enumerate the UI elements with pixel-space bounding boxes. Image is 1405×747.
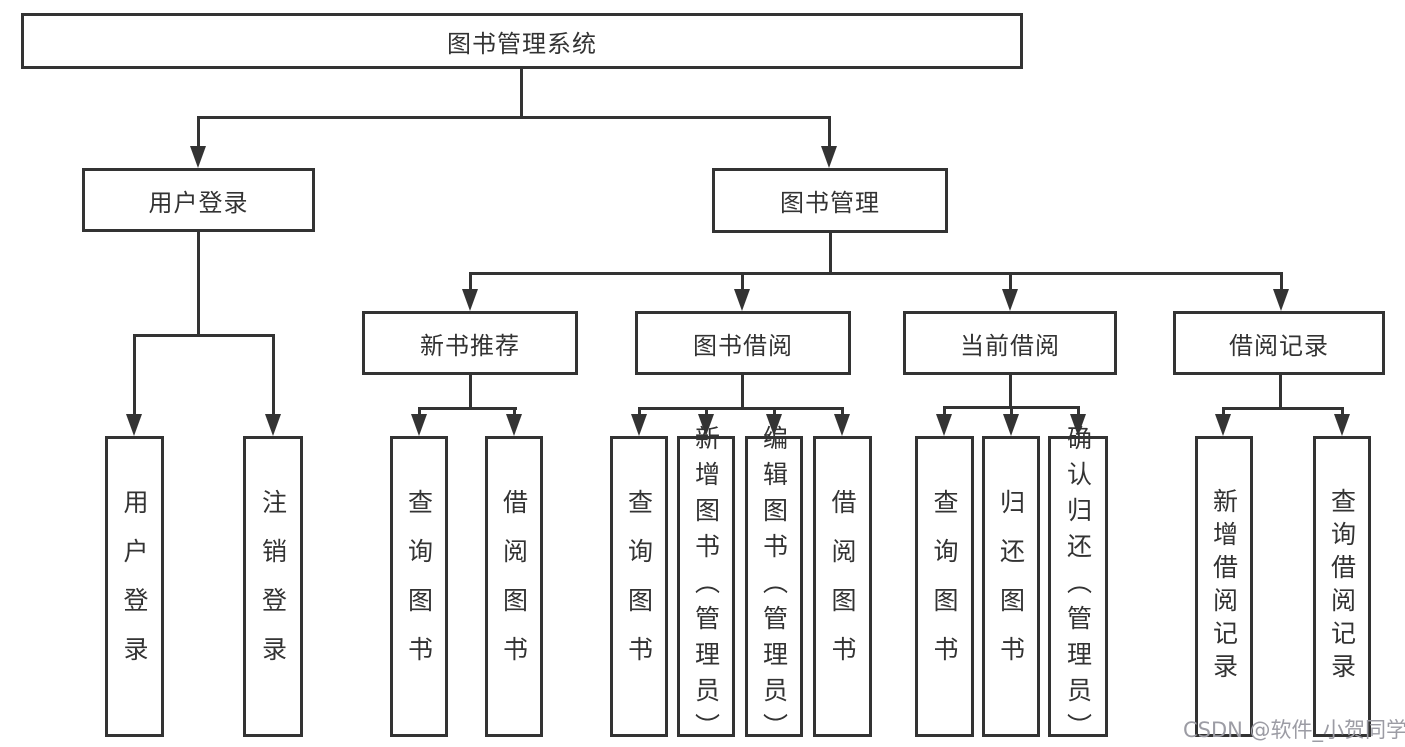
connector-current-borrow-drop-3 xyxy=(1077,406,1080,419)
arrow-down-icon xyxy=(821,146,837,168)
leaf-nbr-borrow-books: 借阅图书 xyxy=(485,436,543,737)
connector-user-login-drop-2 xyxy=(272,334,275,416)
arrow-down-icon xyxy=(1273,289,1289,311)
arrow-down-icon xyxy=(766,414,782,436)
arrow-down-icon xyxy=(411,414,427,436)
leaf-nbr-query-books: 查询图书 xyxy=(390,436,448,737)
node-new-book-rec: 新书推荐 xyxy=(362,311,578,375)
arrow-down-icon xyxy=(190,146,206,168)
node-book-mgmt: 图书管理 xyxy=(712,168,948,233)
arrow-down-icon xyxy=(1070,414,1086,436)
arrow-down-icon xyxy=(506,414,522,436)
node-user-login-label: 用户登录 xyxy=(148,188,249,217)
arrow-down-icon xyxy=(126,414,142,436)
connector-root-drop-left xyxy=(197,116,200,150)
connector-new-book-rec-stem xyxy=(469,375,472,410)
leaf-bb-add-books-admin-label: 新增图书（管理员） xyxy=(691,424,721,747)
connector-book-borrow-drop-2 xyxy=(705,407,708,419)
leaf-nbr-query-books-label: 查询图书 xyxy=(404,488,434,685)
connector-user-login-bar xyxy=(133,334,275,337)
connector-root-stem xyxy=(520,69,523,117)
connector-borrow-records-stem xyxy=(1279,375,1282,410)
arrow-down-icon xyxy=(698,414,714,436)
connector-new-book-rec-bar xyxy=(418,407,517,410)
leaf-br-add-record-label: 新增借阅记录 xyxy=(1209,487,1239,686)
leaf-cb-confirm-return-admin: 确认归还（管理员） xyxy=(1048,425,1108,747)
connector-root-drop-right xyxy=(828,116,831,150)
leaf-br-add-record: 新增借阅记录 xyxy=(1195,436,1253,737)
leaf-bb-query-books-label: 查询图书 xyxy=(624,488,654,685)
arrow-down-icon xyxy=(834,414,850,436)
connector-book-mgmt-drop-3 xyxy=(1009,272,1012,292)
watermark: CSDN @软件_小贺同学 xyxy=(1183,718,1405,742)
arrow-down-icon xyxy=(1002,289,1018,311)
connector-book-mgmt-drop-1 xyxy=(469,272,472,292)
leaf-cb-return-books: 归还图书 xyxy=(982,436,1040,737)
connector-book-borrow-bar xyxy=(638,407,844,410)
connector-borrow-records-drop-2 xyxy=(1341,407,1344,419)
leaf-bb-query-books: 查询图书 xyxy=(610,436,668,737)
arrow-down-icon xyxy=(1215,414,1231,436)
node-borrow-records-label: 借阅记录 xyxy=(1229,331,1329,360)
connector-user-login-stem xyxy=(197,232,200,337)
connector-book-mgmt-stem xyxy=(829,233,832,275)
node-book-borrow-label: 图书借阅 xyxy=(693,331,793,360)
connector-book-mgmt-drop-4 xyxy=(1280,272,1283,292)
connector-book-borrow-stem xyxy=(741,375,744,410)
leaf-bb-edit-books-admin-label: 编辑图书（管理员） xyxy=(759,424,789,747)
node-root: 图书管理系统 xyxy=(21,13,1023,69)
leaf-bb-borrow-books-label: 借阅图书 xyxy=(828,488,857,685)
node-book-borrow: 图书借阅 xyxy=(635,311,851,375)
leaf-user-login-label: 用户登录 xyxy=(120,488,149,685)
arrow-down-icon xyxy=(936,414,952,436)
connector-book-borrow-drop-3 xyxy=(773,407,776,419)
connector-current-borrow-drop-2 xyxy=(1010,406,1013,419)
connector-book-mgmt-drop-2 xyxy=(741,272,744,292)
leaf-br-query-record-label: 查询借阅记录 xyxy=(1327,487,1357,686)
connector-book-mgmt-bar xyxy=(469,272,1283,275)
connector-new-book-rec-drop-1 xyxy=(418,407,421,419)
leaf-cb-query-books: 查询图书 xyxy=(915,436,974,737)
connector-book-borrow-drop-4 xyxy=(841,407,844,419)
leaf-cb-return-books-label: 归还图书 xyxy=(996,488,1026,685)
node-current-borrow-label: 当前借阅 xyxy=(960,331,1060,360)
node-new-book-rec-label: 新书推荐 xyxy=(420,331,520,360)
node-book-mgmt-label: 图书管理 xyxy=(780,189,880,217)
connector-root-bar xyxy=(197,116,831,119)
leaf-logout: 注销登录 xyxy=(243,436,303,737)
arrow-down-icon xyxy=(265,414,281,436)
arrow-down-icon xyxy=(734,289,750,311)
connector-borrow-records-bar xyxy=(1222,407,1344,410)
leaf-bb-add-books-admin: 新增图书（管理员） xyxy=(677,425,735,747)
arrow-down-icon xyxy=(1334,414,1350,436)
connector-new-book-rec-drop-2 xyxy=(513,407,516,419)
connector-borrow-records-drop-1 xyxy=(1222,407,1225,419)
arrow-down-icon xyxy=(1003,414,1019,436)
leaf-logout-label: 注销登录 xyxy=(258,488,288,685)
node-current-borrow: 当前借阅 xyxy=(903,311,1117,375)
arrow-down-icon xyxy=(462,289,478,311)
leaf-cb-query-books-label: 查询图书 xyxy=(930,488,959,685)
connector-current-borrow-drop-1 xyxy=(943,406,946,419)
leaf-bb-borrow-books: 借阅图书 xyxy=(813,436,872,737)
connector-current-borrow-stem xyxy=(1009,375,1012,409)
node-root-label: 图书管理系统 xyxy=(447,29,597,58)
leaf-nbr-borrow-books-label: 借阅图书 xyxy=(499,488,529,685)
node-user-login: 用户登录 xyxy=(82,168,315,232)
arrow-down-icon xyxy=(631,414,647,436)
leaf-cb-confirm-return-admin-label: 确认归还（管理员） xyxy=(1063,424,1093,747)
connector-user-login-drop-1 xyxy=(133,334,136,416)
connector-book-borrow-drop-1 xyxy=(638,407,641,419)
leaf-bb-edit-books-admin: 编辑图书（管理员） xyxy=(745,425,803,747)
node-borrow-records: 借阅记录 xyxy=(1173,311,1385,375)
leaf-user-login: 用户登录 xyxy=(105,436,164,737)
leaf-br-query-record: 查询借阅记录 xyxy=(1313,436,1371,737)
